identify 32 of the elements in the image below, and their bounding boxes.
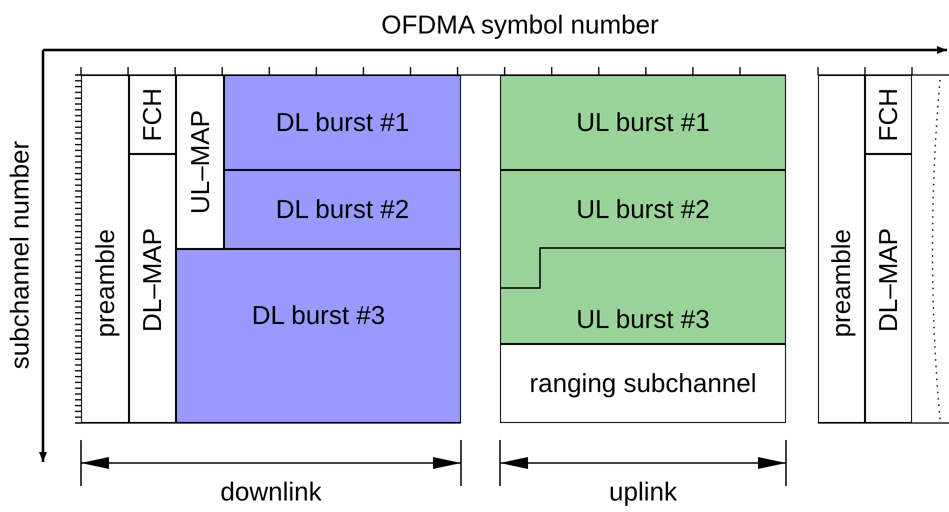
region-label: preamble — [826, 228, 857, 337]
region-label: FCH — [873, 88, 904, 142]
region-label: DL burst #1 — [276, 107, 410, 138]
dimension-label: downlink — [220, 476, 322, 508]
region-label: preamble — [90, 228, 120, 337]
region-label: UL burst #3 — [576, 304, 710, 335]
frame-field — [818, 75, 865, 423]
frame-field — [129, 75, 176, 154]
region-label: UL burst #1 — [576, 107, 710, 138]
burst-region — [500, 170, 786, 248]
frame-field — [81, 75, 129, 423]
frame-field — [500, 344, 786, 423]
frame-field — [176, 75, 224, 249]
region-label: DL burst #2 — [276, 194, 410, 225]
region-label: UL–MAP — [184, 110, 216, 214]
region-label: DL burst #3 — [252, 300, 386, 331]
burst-region — [224, 170, 461, 249]
frame-field — [865, 75, 912, 154]
burst-region — [500, 248, 786, 344]
dimension-label: uplink — [609, 476, 677, 508]
frame-field — [865, 154, 912, 423]
burst-region — [176, 249, 461, 423]
region-label: DL–MAP — [137, 228, 168, 332]
burst-region — [224, 75, 461, 170]
frame-field — [129, 154, 176, 423]
axis-label: OFDMA symbol number — [381, 10, 659, 40]
burst-region — [500, 75, 786, 170]
axis-label: subchannel number — [4, 140, 36, 370]
region-label: DL–MAP — [873, 228, 904, 332]
region-label: UL burst #2 — [576, 194, 710, 225]
region-label: FCH — [137, 88, 168, 142]
region-label: ranging subchannel — [530, 368, 756, 399]
